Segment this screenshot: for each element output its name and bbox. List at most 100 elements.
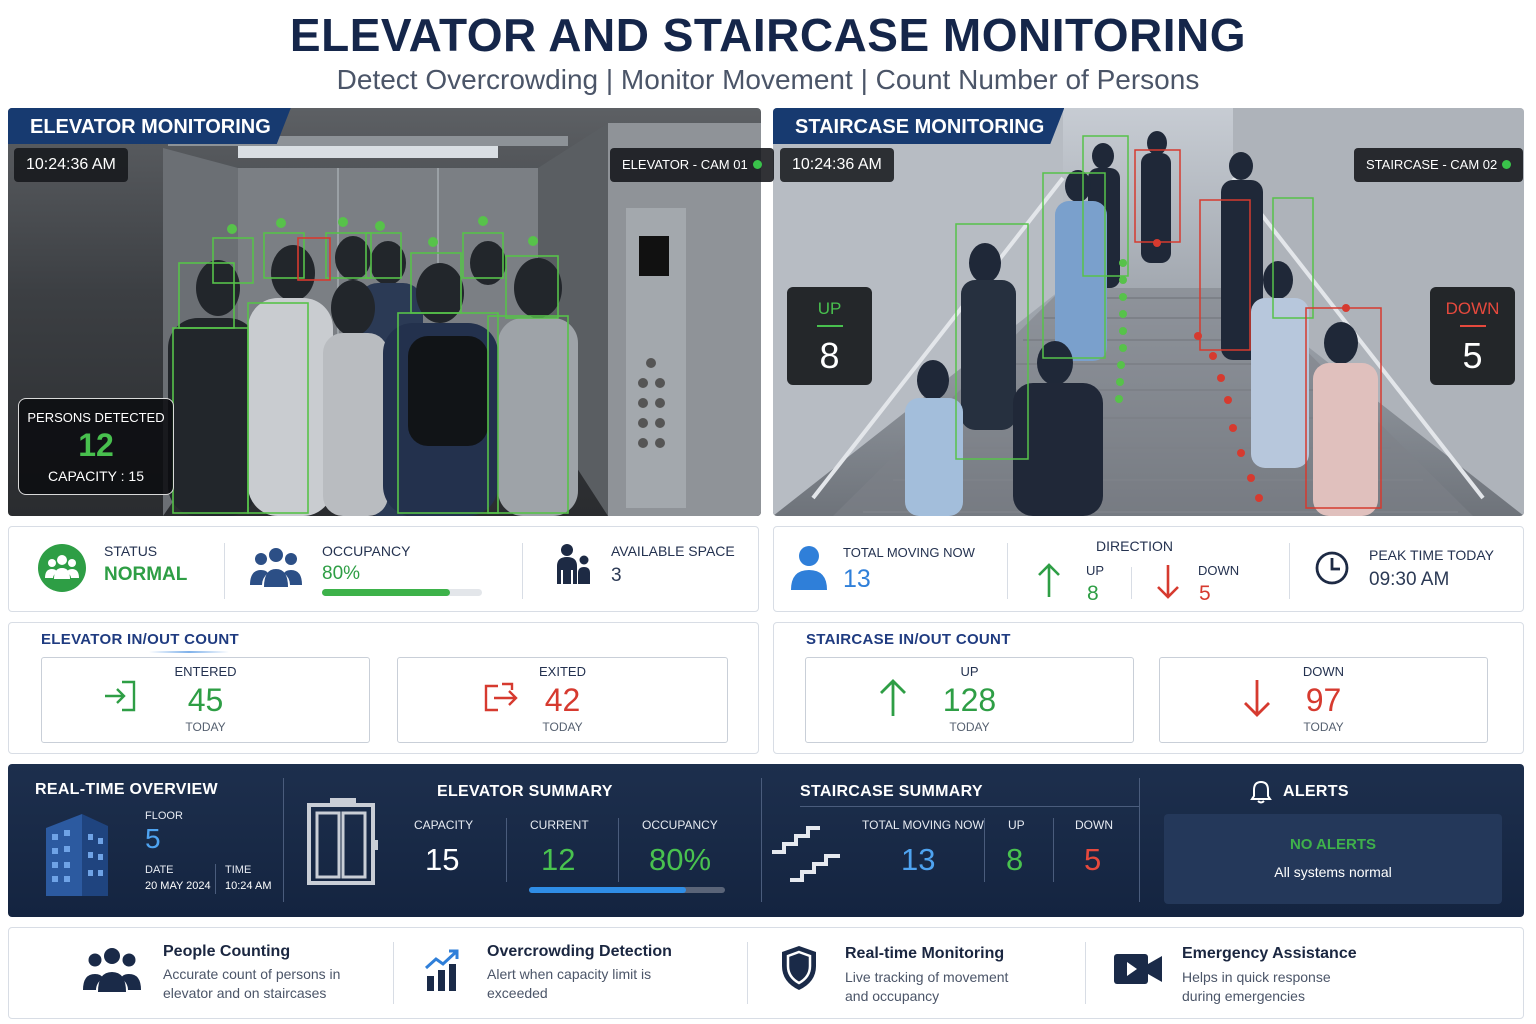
total-moving-label: TOTAL MOVING NOW [843,545,975,560]
alerts-box: NO ALERTS All systems normal [1164,814,1502,904]
peak-time-label: PEAK TIME TODAY [1369,547,1495,563]
up-value: 8 [819,335,840,376]
direction-label: DIRECTION [1096,538,1173,554]
summary-up-value: 8 [1006,842,1024,877]
shield-icon [782,946,816,990]
enter-icon [105,680,136,712]
direction-down-label: DOWN [1198,563,1240,578]
down-rule [1459,325,1486,327]
divider [224,543,225,599]
direction-up-label: UP [1086,563,1105,578]
exited-sub: TODAY [542,720,583,734]
staircase-camera-tag: STAIRCASE - CAM 02 [1354,148,1524,182]
divider [283,778,284,902]
staircase-scene [773,108,1524,516]
divider [522,543,523,599]
up-label: UP [817,299,842,318]
feature-title: Emergency Assistance [1182,945,1357,962]
summary-moving-value: 13 [901,842,936,877]
summary-occupancy-bar [529,887,725,893]
stairs-icon [772,826,840,882]
divider [393,942,394,1004]
divider [215,864,216,894]
exited-value: 42 [544,682,581,718]
occupancy-icon [250,548,302,587]
alerts-status: NO ALERTS [1289,836,1377,853]
feature-desc: Live tracking of movement and occupancy [845,969,1009,1004]
up-rule [816,325,843,327]
up-arrow-icon [880,679,906,716]
persons-detected-label: PERSONS DETECTED [27,410,165,425]
down-arrow-icon [1244,680,1270,717]
persons-detected-box: PERSONS DETECTED 12 CAPACITY : 15 [18,398,174,495]
elevator-stats-card: STATUS NORMAL OCCUPANCY 80% AVAILABLE SP… [8,526,759,612]
elevator-inout-title: ELEVATOR IN/OUT COUNT [41,631,239,648]
persons-detected-value: 12 [78,427,114,463]
summary-down-value: 5 [1084,842,1102,877]
up-count-box: UP 8 [787,287,872,385]
down-total-value: 97 [1305,682,1342,718]
feature-title: People Counting [163,943,291,960]
down-label: DOWN [1445,299,1500,318]
entered-box: ENTERED 45 TODAY [41,657,370,743]
elevator-camera-id: ELEVATOR - CAM 01 [622,157,748,172]
staircase-stats-card: TOTAL MOVING NOW 13 DIRECTION UP 8 DOWN … [773,526,1524,612]
divider [1007,543,1008,599]
live-indicator-icon [1502,160,1512,169]
occupancy-bar [322,589,482,596]
staircase-inout-card: STAIRCASE IN/OUT COUNT UP 128 TODAY DOWN… [773,622,1524,754]
summary-occupancy-value: 80% [649,842,712,877]
feature-title: Overcrowding Detection [487,943,672,960]
peak-time-value: 09:30 AM [1369,569,1450,590]
staircase-camera-title: STAIRCASE MONITORING [773,108,1064,144]
chart-growth-icon [424,949,459,991]
live-indicator-icon [752,160,762,169]
alerts-title: ALERTS [1283,783,1349,800]
capacity-text: CAPACITY : 15 [48,468,144,484]
floor-label: FLOOR [145,810,183,822]
video-camera-icon [1114,954,1162,984]
staircase-inout-title: STAIRCASE IN/OUT COUNT [806,631,1011,648]
up-total-sub: TODAY [949,720,990,734]
overview-band: REAL-TIME OVERVIEW FLOOR 5 DATE 20 MAY 2… [8,764,1524,917]
down-count-box: DOWN 5 [1430,287,1515,385]
alerts-message: All systems normal [1274,864,1392,880]
elevator-camera-time: 10:24:36 AM [14,148,128,182]
feature-desc: Accurate count of persons in elevator an… [163,966,341,1001]
entered-label: ENTERED [174,664,237,679]
features-bar: People Counting Accurate count of person… [8,927,1524,1019]
building-icon [46,814,108,896]
date-value: 20 MAY 2024 [145,880,211,892]
exited-box: EXITED 42 TODAY [397,657,728,743]
bell-icon [1250,780,1272,804]
divider [984,818,985,882]
staircase-camera-id: STAIRCASE - CAM 02 [1366,157,1498,172]
direction-down-value: 5 [1199,582,1211,605]
divider [800,806,1140,807]
time-value: 10:24 AM [225,880,272,892]
elevator-inout-card: ELEVATOR IN/OUT COUNT ENTERED 45 TODAY E… [8,622,759,754]
page-subtitle: Detect Overcrowding | Monitor Movement |… [336,64,1200,95]
staircase-summary-title: STAIRCASE SUMMARY [800,783,983,800]
feature-desc: Helps in quick response during emergenci… [1182,969,1331,1004]
occupancy-bar-fill [322,589,450,596]
summary-current-value: 12 [541,842,576,877]
floor-value: 5 [145,823,161,854]
down-total-box: DOWN 97 TODAY [1159,657,1488,743]
page-title: ELEVATOR AND STAIRCASE MONITORING [289,9,1247,61]
summary-current-label: CURRENT [530,818,589,832]
overview-title: REAL-TIME OVERVIEW [35,781,218,798]
exited-label: EXITED [539,664,586,679]
down-total-label: DOWN [1302,664,1345,679]
elevator-doors-icon [307,798,378,885]
down-value: 5 [1462,335,1483,376]
up-total-box: UP 128 TODAY [805,657,1134,743]
entered-value: 45 [187,682,224,718]
up-arrow-icon [1038,563,1060,597]
summary-occupancy-bar-fill [529,887,686,893]
summary-up-label: UP [1008,818,1025,832]
entered-sub: TODAY [185,720,226,734]
status-value: NORMAL [104,564,188,585]
staircase-camera-time: 10:24:36 AM [780,148,894,182]
down-arrow-icon [1157,565,1179,599]
